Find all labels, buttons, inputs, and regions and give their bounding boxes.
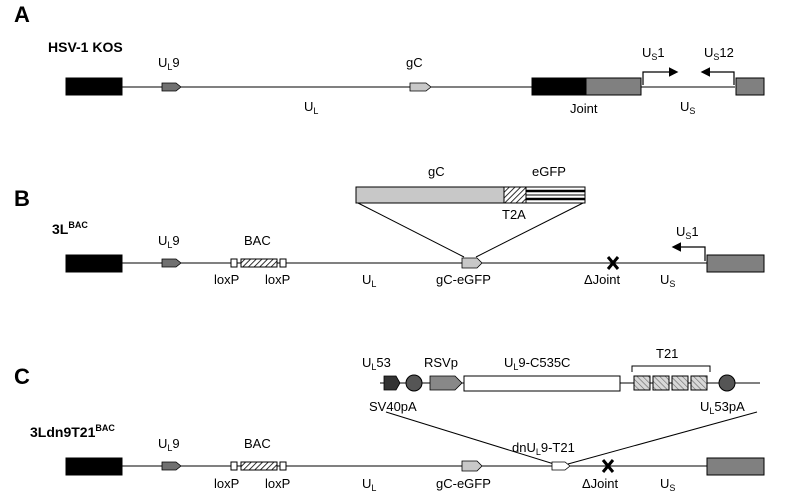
label-gc-egfp: gC-eGFP: [436, 476, 491, 491]
label-ul: UL: [362, 272, 376, 289]
terminal-repeat-right: [706, 254, 765, 273]
label-ul9: UL9: [158, 233, 180, 250]
label-ul53pa: UL53pA: [700, 399, 745, 416]
label-gc: gC: [406, 55, 423, 70]
ul53-gene-arrow: [383, 375, 401, 391]
label-delta-joint: ΔJoint: [584, 272, 621, 287]
label-bac: BAC: [244, 233, 271, 248]
label-delta-joint: ΔJoint: [582, 476, 619, 491]
ul9-gene-arrow: [161, 461, 182, 471]
label-dn-ul9-t21: dnUL9-T21: [512, 440, 575, 457]
bac-box: [240, 258, 278, 268]
label-sv40pa: SV40pA: [369, 399, 417, 414]
terminal-repeat-left: [65, 457, 123, 476]
label-loxp-left: loxP: [214, 272, 239, 287]
zoom-line-right: [475, 202, 584, 258]
joint-gray-region: [585, 77, 642, 96]
gc-gene-arrow: [409, 82, 432, 92]
ul9-c535c-box: [463, 375, 621, 392]
label-us12: US12: [704, 45, 734, 62]
strain-name-kos: HSV-1 KOS: [48, 39, 123, 55]
label-insert-egfp: eGFP: [532, 164, 566, 179]
delta-joint-cross-icon: [601, 459, 615, 473]
label-joint: Joint: [570, 101, 598, 116]
loxp-right-box: [279, 461, 287, 471]
label-insert-gc: gC: [428, 164, 445, 179]
label-loxp-right: loxP: [265, 476, 290, 491]
terminal-repeat-right: [706, 457, 765, 476]
loxp-left-box: [230, 258, 238, 268]
zoom-line-left: [385, 411, 555, 465]
terminal-repeat-left: [65, 77, 123, 96]
terminal-repeat-right: [735, 77, 765, 96]
label-bac: BAC: [244, 436, 271, 451]
gc-egfp-gene-arrow: [461, 460, 483, 472]
t21-repeat-4: [690, 375, 708, 391]
zoom-line-right: [567, 411, 758, 465]
ul9-gene-arrow: [161, 258, 182, 268]
label-us: US: [660, 272, 675, 289]
label-ul9: UL9: [158, 55, 180, 72]
label-ul9-c535c: UL9-C535C: [504, 355, 570, 372]
delta-joint-cross-icon: [606, 256, 620, 270]
loxp-right-box: [279, 258, 287, 268]
panel-b: B 3LBAC gC eGFP T2A UL9 BAC loxP: [14, 164, 765, 289]
label-us1: US1: [676, 224, 699, 241]
rsvp-promoter-arrow: [429, 375, 463, 391]
label-insert-t2a: T2A: [502, 207, 526, 222]
label-ul: UL: [362, 476, 376, 493]
label-ul: UL: [304, 99, 318, 116]
t21-repeat-3: [671, 375, 689, 391]
strain-name-3lbac: 3LBAC: [52, 220, 88, 237]
panel-letter-c: C: [14, 364, 30, 389]
panel-c: C 3Ldn9T21BAC UL53 RSVp UL9-C535C T21 SV…: [14, 346, 765, 493]
zoom-line-left: [357, 202, 465, 258]
us1-arrow: [642, 67, 679, 85]
bac-box: [240, 461, 278, 471]
gc-egfp-gene-arrow: [461, 257, 483, 269]
label-ul9: UL9: [158, 436, 180, 453]
panel-a: A HSV-1 KOS UL9 gC UL Joint US1 US12 US: [14, 2, 765, 116]
ul9-gene-arrow: [161, 82, 182, 92]
panel-letter-b: B: [14, 186, 30, 211]
panel-letter-a: A: [14, 2, 30, 27]
sv40pa-circle: [405, 374, 423, 392]
insert-gc-box: [355, 186, 505, 204]
us1-arrow: [671, 242, 706, 261]
us12-arrow: [700, 67, 735, 85]
t21-repeat-2: [652, 375, 670, 391]
label-gc-egfp: gC-eGFP: [436, 272, 491, 287]
label-us: US: [660, 476, 675, 493]
terminal-repeat-left: [65, 254, 123, 273]
label-ul53: UL53: [362, 355, 391, 372]
dn-ul9-t21-gene-arrow: [551, 461, 571, 471]
t21-bracket: [631, 365, 711, 372]
strain-name-3ldn9t21bac: 3Ldn9T21BAC: [30, 423, 115, 440]
label-rsvp: RSVp: [424, 355, 458, 370]
insert-t2a-box: [503, 186, 527, 204]
ul53pa-circle: [718, 374, 736, 392]
t21-repeat-1: [633, 375, 651, 391]
label-us: US: [680, 99, 695, 116]
label-loxp-right: loxP: [265, 272, 290, 287]
label-us1: US1: [642, 45, 665, 62]
loxp-left-box: [230, 461, 238, 471]
label-loxp-left: loxP: [214, 476, 239, 491]
joint-black-region: [531, 77, 587, 96]
label-t21: T21: [656, 346, 678, 361]
